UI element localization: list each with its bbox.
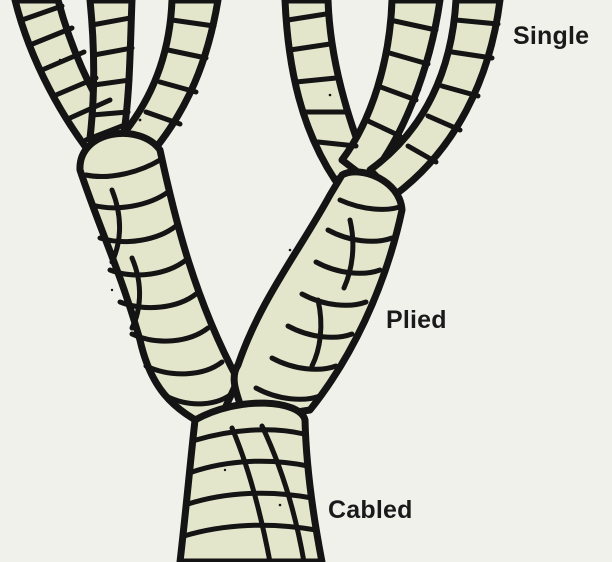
label-cabled: Cabled: [328, 496, 413, 525]
label-single: Single: [513, 22, 589, 51]
label-plied: Plied: [386, 306, 447, 335]
